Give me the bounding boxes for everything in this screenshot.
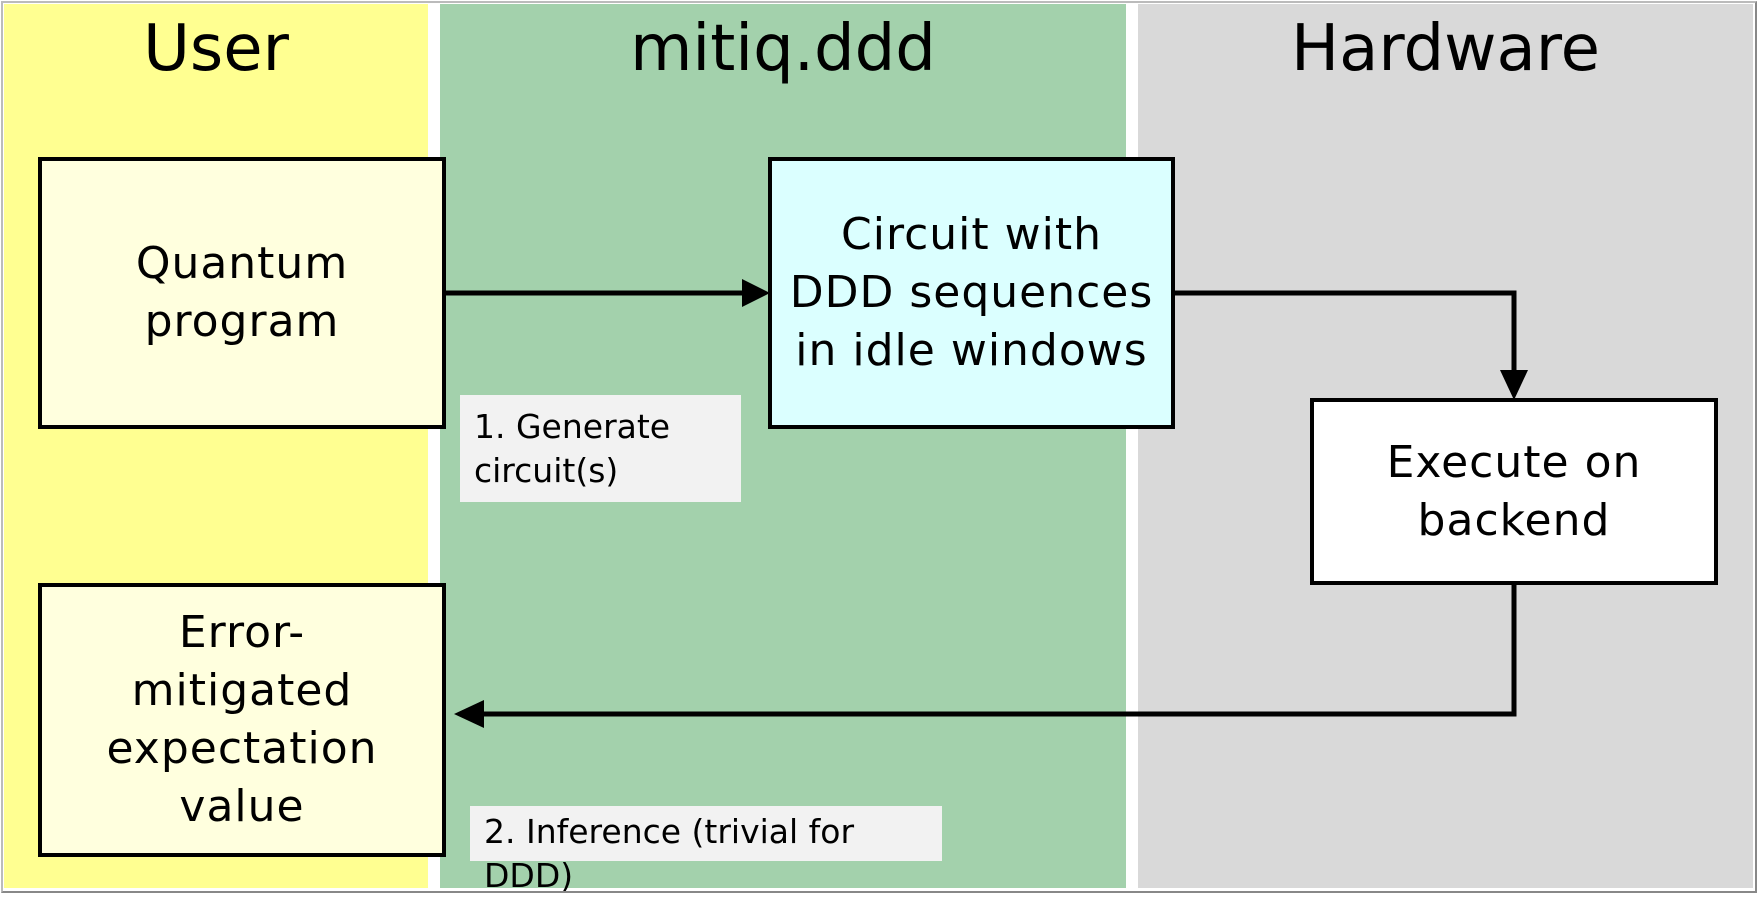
- step-inference-text: 2. Inference (trivial for DDD): [484, 812, 855, 895]
- lane-title-user: User: [143, 12, 289, 86]
- lane-title-hardware: Hardware: [1291, 12, 1600, 86]
- step-inference-label: 2. Inference (trivial for DDD): [470, 806, 942, 895]
- lane-title-mitiq-ddd: mitiq.ddd: [630, 12, 936, 86]
